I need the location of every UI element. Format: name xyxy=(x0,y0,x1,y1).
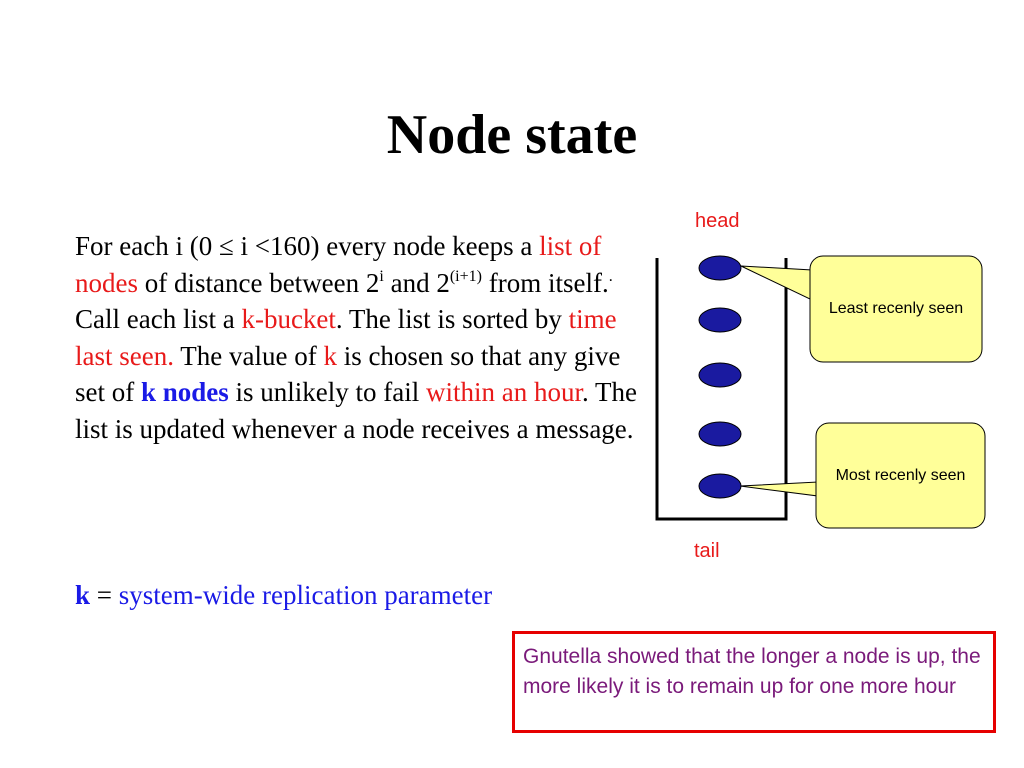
param-description: system-wide replication parameter xyxy=(118,580,493,610)
node-ellipse xyxy=(698,307,742,333)
node-ellipse xyxy=(698,362,742,388)
callout-top-seam xyxy=(811,268,815,302)
callout-least-recently-seen: Least recenly seen xyxy=(828,300,964,317)
within-an-hour-term: within an hour xyxy=(426,377,583,407)
body-text-part: of distance between 2 xyxy=(138,267,380,298)
k-bucket-term: k-bucket xyxy=(241,304,336,334)
gnutella-note-text: Gnutella showed that the longer a node i… xyxy=(523,645,981,698)
bucket-container xyxy=(655,258,788,521)
param-definition: k = system-wide replication parameter xyxy=(75,577,492,613)
callout-most-recently-seen: Most recenly seen xyxy=(835,467,966,484)
superscript-i-plus-1: (i+1) xyxy=(449,267,482,285)
tail-label: tail xyxy=(694,540,720,562)
body-text-part: is unlikely to fail xyxy=(228,377,427,407)
k-term: k xyxy=(323,340,337,371)
body-text-part: The value of xyxy=(173,340,324,371)
list-of-nodes-term: list of nodes xyxy=(75,231,602,298)
gnutella-note: Gnutella showed that the longer a node i… xyxy=(512,631,996,733)
callout-bottom-seam xyxy=(817,480,821,498)
time-last-seen-term: time last seen. xyxy=(75,304,617,371)
superscript-i: i xyxy=(379,267,384,285)
slide-title: Node state xyxy=(386,104,638,166)
k-nodes-term: k nodes xyxy=(140,377,229,407)
body-text-part: is chosen so that any give set of xyxy=(75,340,621,408)
body-text-part: For each i (0 ≤ i <160) every node keeps… xyxy=(75,231,540,261)
node-ellipse xyxy=(698,421,742,447)
body-text-part: . The list is updated whenever a node re… xyxy=(75,377,638,444)
param-equals: = xyxy=(90,580,119,610)
body-text-part: . The list is sorted by xyxy=(335,304,569,334)
callout-bottom-box xyxy=(815,422,986,529)
node-ellipse xyxy=(698,473,742,499)
body-text-part: Call each list a xyxy=(75,304,242,334)
body-paragraph: For each i (0 ≤ i <160) every node keeps… xyxy=(75,228,655,447)
node-ellipse xyxy=(698,255,742,281)
body-text-part: and 2 xyxy=(383,267,450,298)
callout-bottom-pointer xyxy=(739,481,819,497)
param-k: k xyxy=(75,580,91,610)
callout-top-pointer xyxy=(740,265,813,301)
head-label: head xyxy=(695,210,740,232)
body-text-part: from itself. xyxy=(481,267,609,298)
callout-top-box xyxy=(809,255,983,363)
superscript-dot: . xyxy=(608,267,613,285)
